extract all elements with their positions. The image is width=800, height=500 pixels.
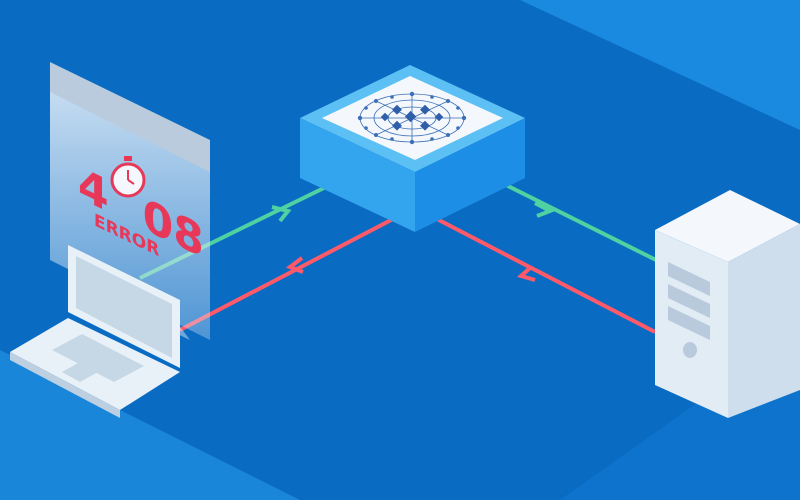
stopwatch-icon	[110, 156, 146, 198]
laptop-icon	[10, 245, 180, 418]
network-switch-icon	[300, 65, 525, 232]
response-path	[179, 216, 656, 334]
server-tower-icon	[655, 190, 800, 418]
